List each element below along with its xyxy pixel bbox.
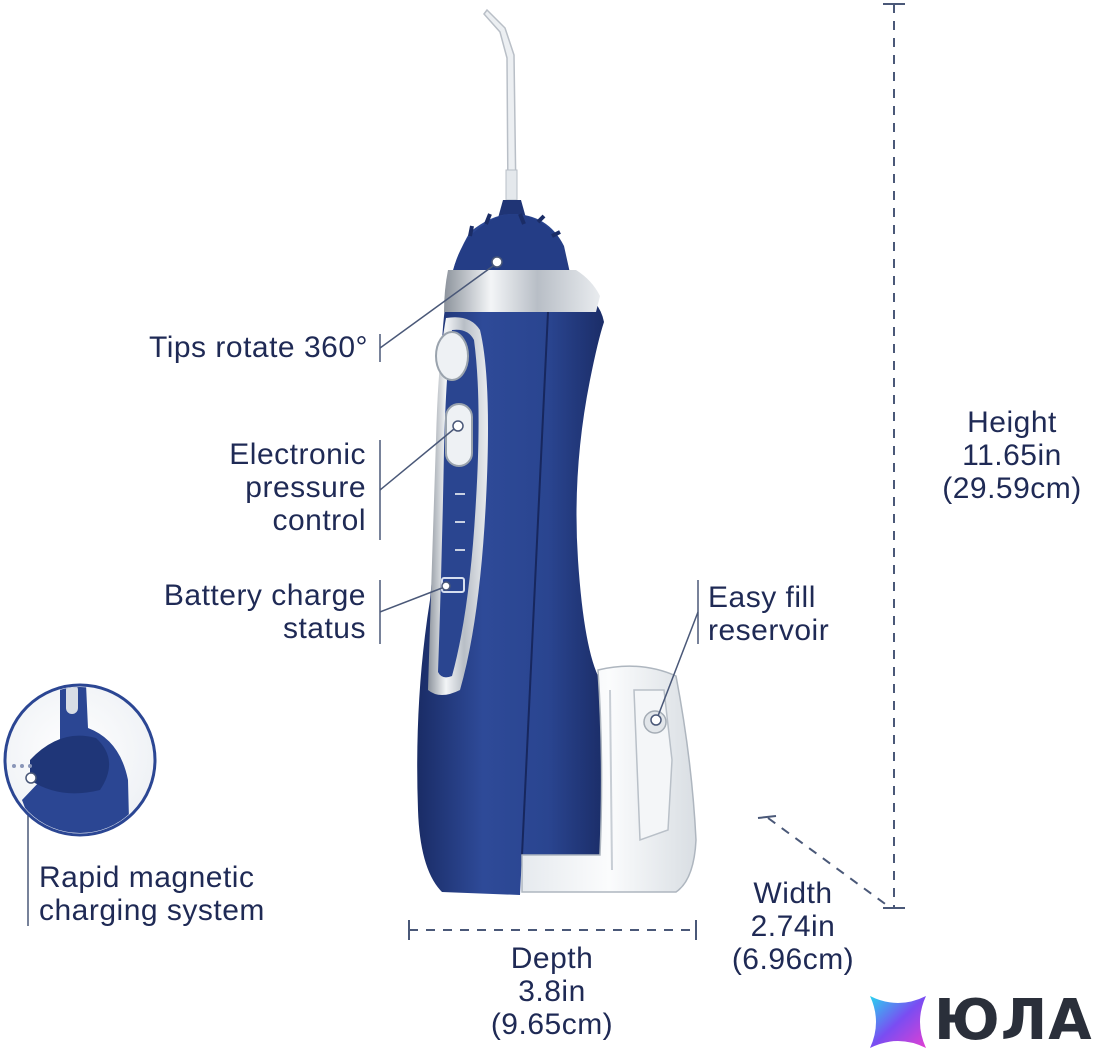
depth-dimension-line bbox=[408, 920, 697, 940]
yula-watermark: ЮЛА bbox=[934, 988, 1093, 1053]
flosser-handle bbox=[417, 213, 697, 895]
height-dimension-label: Height 11.65in (29.59cm) bbox=[942, 406, 1082, 505]
pressure-control-callout: Electronic pressure control bbox=[229, 438, 366, 537]
depth-dimension-label: Depth 3.8in (9.65cm) bbox=[490, 942, 614, 1041]
height-dimension-line bbox=[883, 3, 905, 909]
easy-fill-callout: Easy fill reservoir bbox=[708, 581, 830, 647]
tips-rotate-callout: Tips rotate 360° bbox=[149, 331, 368, 364]
magnetic-charging-callout: Rapid magnetic charging system bbox=[39, 861, 265, 927]
magnetic-charging-inset bbox=[3, 683, 157, 837]
width-dimension-line bbox=[757, 815, 889, 907]
width-dimension-label: Width 2.74in (6.96cm) bbox=[731, 877, 855, 976]
rotating-tip bbox=[483, 8, 526, 218]
battery-status-callout: Battery charge status bbox=[163, 579, 366, 645]
yula-star-icon bbox=[870, 996, 926, 1048]
